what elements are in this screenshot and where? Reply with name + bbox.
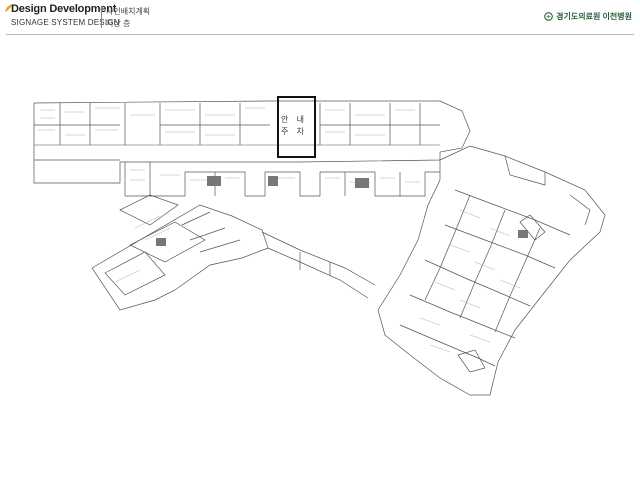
interior-details (38, 107, 521, 353)
header-rule (6, 34, 634, 35)
leaf-logo-icon (5, 4, 13, 12)
brand-title: Design Development (11, 3, 117, 15)
brand-subtitle: SIGNAGE SYSTEM DESIGN (11, 18, 120, 27)
hospital-logo-icon (544, 12, 553, 21)
callout-label-line1: 안 내 (281, 115, 307, 124)
client-logo: 경기도의료원 이천병원 (544, 11, 632, 22)
project-title: 사인배치계획 (106, 7, 151, 16)
title-block: Design Development SIGNAGE SYSTEM DESIGN… (0, 0, 640, 36)
signage-callout-box (277, 96, 316, 158)
client-name: 경기도의료원 이천병원 (556, 12, 632, 21)
floor-label: 지상 층 (106, 19, 131, 28)
callout-label-line2: 주 차 (281, 127, 307, 136)
building-outline (33, 100, 606, 396)
signage-callout-label: 안 내 주 차 (281, 114, 313, 138)
header-divider (101, 6, 102, 28)
stair-markers (156, 176, 528, 246)
